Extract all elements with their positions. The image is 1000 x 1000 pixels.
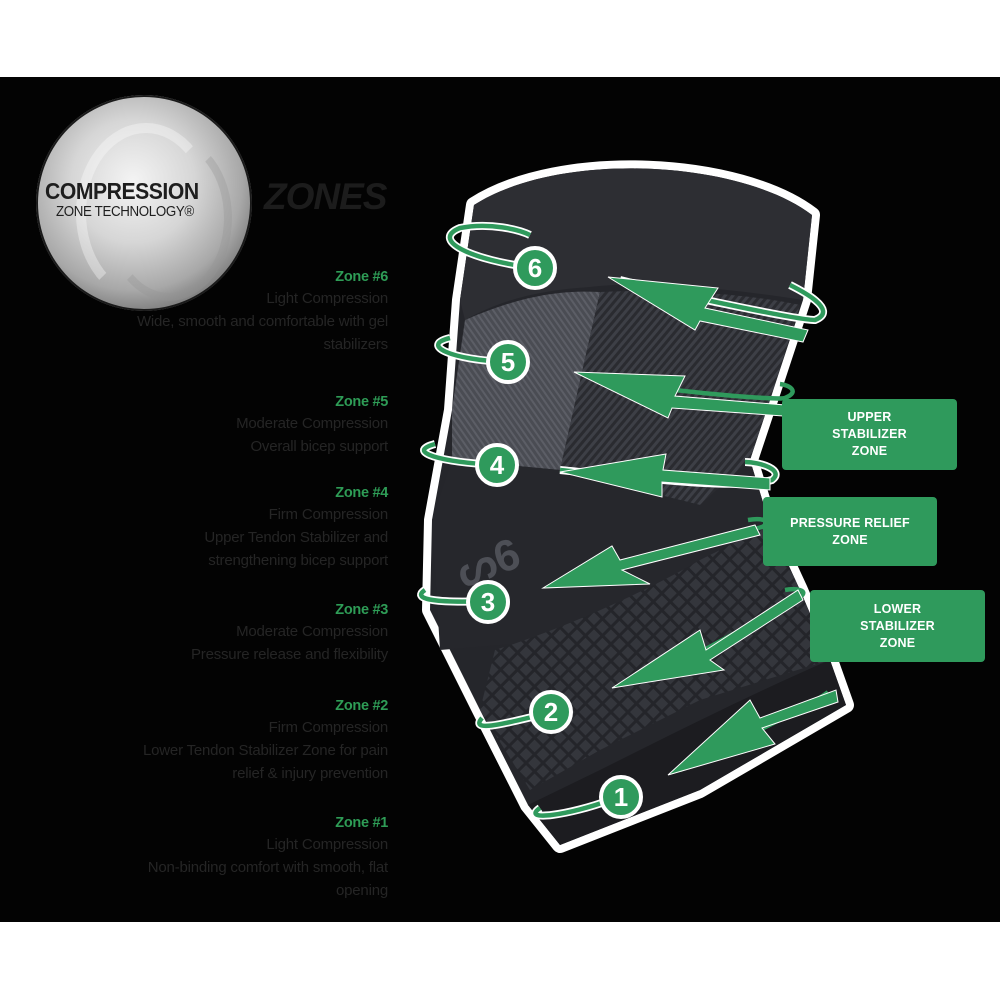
badge-title: COMPRESSION — [45, 178, 199, 204]
zone-heading: Zone #5 — [335, 394, 388, 410]
svg-text:1: 1 — [614, 782, 628, 812]
upper-stabilizer-zone-label: UPPER STABILIZER ZONE — [782, 399, 957, 470]
arrow-zone-3-icon — [541, 524, 761, 589]
compression-arrows — [541, 276, 839, 776]
marker-2-icon: 2 — [529, 690, 573, 734]
zone-heading: Zone #2 — [335, 698, 388, 714]
zone-line: Light Compression — [266, 290, 388, 307]
zone-line: Light Compression — [266, 836, 388, 853]
svg-text:6: 6 — [528, 253, 542, 283]
zone-line: Firm Compression — [268, 506, 389, 523]
zone-line: stabilizers — [323, 336, 389, 353]
label-line: STABILIZER — [832, 427, 907, 441]
zone-4-description: Zone #4 Firm Compression Upper Tendon St… — [204, 484, 388, 572]
ring-6-icon — [447, 223, 536, 271]
zone-heading: Zone #4 — [335, 485, 388, 501]
badge-swirl-icon — [76, 123, 216, 303]
zone-6-description: Zone #6 Light Compression Wide, smooth a… — [137, 268, 388, 356]
label-line: ZONE — [832, 532, 868, 547]
lower-stabilizer-zone-label: LOWER STABILIZER ZONE — [810, 590, 985, 662]
zone-line: opening — [336, 882, 388, 899]
ring-1-icon — [533, 797, 611, 818]
svg-text:5: 5 — [501, 347, 515, 377]
zone-heading: Zone #3 — [335, 602, 388, 618]
label-line: STABILIZER — [860, 618, 935, 633]
zone-heading: Zone #1 — [335, 815, 388, 831]
svg-text:2: 2 — [544, 697, 558, 727]
zone-line: Moderate Compression — [236, 415, 388, 432]
label-line: PRESSURE RELIEF — [790, 515, 910, 530]
page-title: ZONES — [264, 176, 387, 217]
zone-line: Lower Tendon Stabilizer Zone for pain — [143, 742, 388, 759]
zone-markers: 6 5 4 3 2 1 — [466, 246, 643, 819]
arrow-zone-4-icon — [559, 453, 771, 498]
badge-swirl-icon — [106, 135, 232, 301]
svg-text:4: 4 — [490, 450, 505, 480]
zone-1-description: Zone #1 Light Compression Non-binding co… — [147, 814, 389, 902]
zone-5-description: Zone #5 Moderate Compression Overall bic… — [236, 393, 388, 458]
arrow-zone-6-icon — [607, 276, 809, 343]
zone-line: Pressure release and flexibility — [190, 646, 388, 663]
zone-line: Wide, smooth and comfortable with gel — [136, 313, 388, 330]
svg-text:3: 3 — [481, 587, 495, 617]
arrow-zone-2-icon — [611, 589, 804, 689]
marker-4-icon: 4 — [475, 443, 519, 487]
marker-1-icon: 1 — [599, 775, 643, 819]
zone-line: Firm Compression — [268, 719, 389, 736]
zone-heading: Zone #6 — [335, 269, 388, 285]
zone-line: relief & injury prevention — [232, 765, 388, 782]
label-line: LOWER — [873, 601, 922, 616]
pressure-relief-zone-label: PRESSURE RELIEF ZONE — [763, 497, 937, 566]
zone-line: Upper Tendon Stabilizer and — [204, 529, 388, 546]
zone-3-description: Zone #3 Moderate Compression Pressure re… — [191, 601, 388, 666]
ring-2-icon — [477, 712, 541, 729]
zone-line: Non-binding comfort with smooth, flat — [147, 859, 388, 876]
zone-line: Moderate Compression — [236, 623, 388, 640]
marker-3-icon: 3 — [466, 580, 510, 624]
badge-subtitle: ZONE TECHNOLOGY® — [56, 204, 194, 220]
marker-5-icon: 5 — [486, 340, 530, 384]
zone-2-description: Zone #2 Firm Compression Lower Tendon St… — [143, 697, 388, 785]
label-line: UPPER — [847, 410, 892, 424]
zone-line: Overall bicep support — [250, 438, 388, 455]
label-line: ZONE — [879, 635, 916, 650]
arrow-zone-1-icon — [667, 689, 839, 776]
compression-zone-technology-badge — [36, 95, 252, 311]
zone-5-panel — [452, 291, 600, 470]
label-line: ZONE — [851, 444, 888, 458]
marker-6-icon: 6 — [513, 246, 557, 290]
zone-line: strengthening bicep support — [208, 552, 388, 569]
